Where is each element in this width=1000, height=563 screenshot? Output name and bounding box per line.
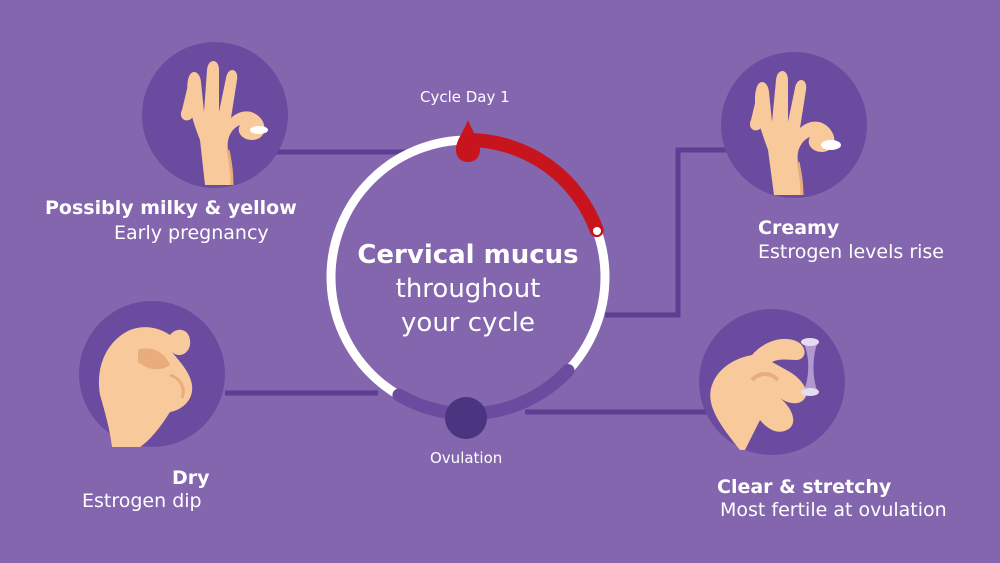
- connector-creamy: [605, 147, 728, 318]
- period-end-dot: [591, 225, 603, 237]
- stage-clear-subtitle: Most fertile at ovulation: [720, 499, 947, 521]
- stage-dry-title: Dry: [172, 467, 210, 489]
- stage-milky-title: Possibly milky & yellow: [45, 197, 297, 219]
- stage-creamy-title: Creamy: [758, 217, 840, 239]
- stage-creamy-subtitle: Estrogen levels rise: [758, 241, 945, 263]
- ok-hand-icon-milky: [180, 61, 268, 186]
- ovulation-label: Ovulation: [430, 449, 503, 467]
- ovulation-marker: [445, 397, 487, 439]
- pinch-hand-icon-dry: [98, 327, 193, 447]
- center-line-2: throughout: [395, 274, 541, 304]
- stretch-hand-icon-clear: [710, 338, 819, 450]
- blood-drop-icon: [456, 120, 480, 162]
- ok-hand-icon-creamy: [749, 71, 841, 196]
- menstruation-arc: [461, 133, 604, 238]
- stage-dry-subtitle: Estrogen dip: [82, 490, 202, 512]
- center-line-3: your cycle: [401, 308, 535, 338]
- stage-clear-title: Clear & stretchy: [717, 476, 892, 498]
- stage-milky-subtitle: Early pregnancy: [114, 222, 269, 244]
- ovulation-arc: [392, 364, 575, 421]
- cycle-day-1-label: Cycle Day 1: [420, 88, 510, 106]
- center-title-block: Cervical mucus throughout your cycle: [350, 240, 586, 338]
- center-title: Cervical mucus: [357, 240, 579, 270]
